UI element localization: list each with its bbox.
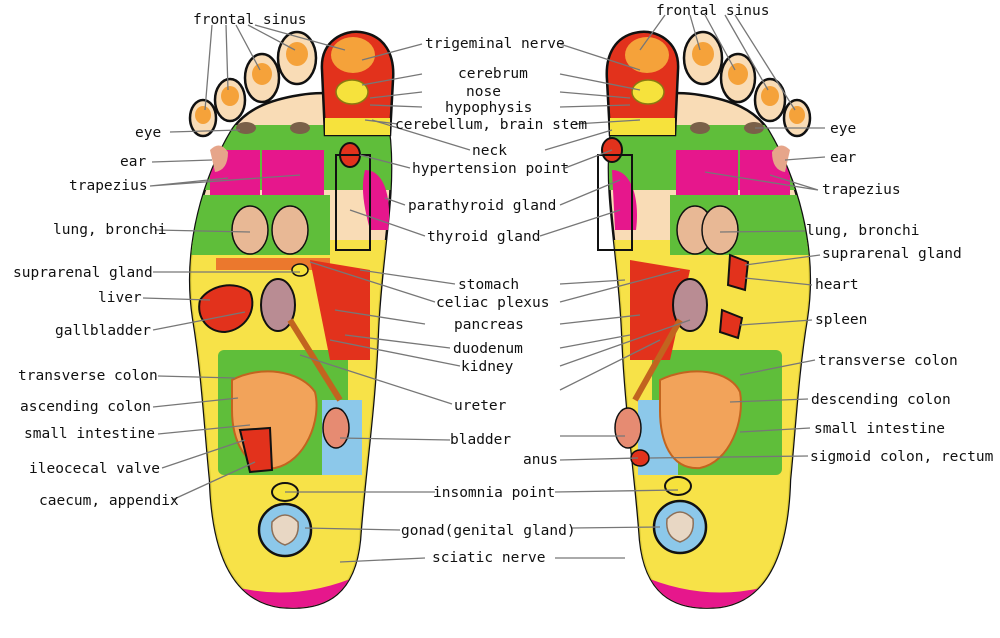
label-ear-left: ear [120,154,146,170]
left-stomach-zone [310,260,370,360]
label-transverse-colon-left: transverse colon [18,368,158,384]
label-trapezius-left: trapezius [69,178,148,194]
label-hypophysis: hypophysis [445,100,532,116]
left-gonad-organ [271,514,299,546]
label-eye-right: eye [830,121,856,137]
right-cerebellum-band [610,118,675,135]
label-cerebrum: cerebrum [458,66,528,82]
left-toe-4-sinus [221,86,239,106]
right-parathyroid-zone [612,170,637,230]
label-liver: liver [98,290,142,306]
left-toe-5-sinus [195,106,211,124]
label-heart: heart [815,277,859,293]
label-frontal-sinus-left: frontal sinus [193,12,307,28]
label-duodenum: duodenum [453,341,523,357]
right-big-toe-sinus [625,37,669,73]
right-small-intestine-organ [659,370,742,470]
left-cerebellum-band [325,118,390,135]
right-bronchi-organ [701,205,739,255]
label-nose: nose [466,84,501,100]
right-toe-5-sinus [789,106,805,124]
label-caecum-appendix: caecum, appendix [39,493,179,509]
left-cerebrum-organ [335,79,369,105]
right-cerebrum-organ [631,79,665,105]
right-thyroid-zone [597,154,633,251]
right-toe-4-sinus [761,86,779,106]
label-insomnia-point: insomnia point [433,485,555,501]
right-bladder-organ [614,407,642,449]
right-foot-sole [597,30,812,609]
left-big-toe-sinus [331,37,375,73]
label-descending-colon: descending colon [811,392,951,408]
labels: frontal sinus frontal sinus trigeminal n… [13,3,994,566]
right-sciatic-band [640,575,800,608]
label-stomach: stomach [458,277,519,293]
right-toe-2-sinus [692,42,714,66]
label-ureter: ureter [454,398,507,414]
left-bronchi-organ [271,205,309,255]
label-neck: neck [472,143,507,159]
left-lung-organ [231,205,269,255]
label-ileocecal-valve: ileocecal valve [29,461,160,477]
label-anus: anus [523,452,558,468]
label-frontal-sinus-right: frontal sinus [656,3,770,19]
left-toe-2-sinus [286,42,308,66]
left-kidney-organ [260,278,296,332]
right-insomnia-point [664,476,692,496]
label-sigmoid-colon-rectum: sigmoid colon, rectum [810,449,994,465]
right-heart-organ [726,253,750,292]
right-toes [605,30,812,172]
label-gonad: gonad(genital gland) [401,523,576,539]
label-transverse-colon-right: transverse colon [818,353,958,369]
label-small-intestine-right: small intestine [814,421,945,437]
label-thyroid-gland: thyroid gland [427,229,541,245]
label-pancreas: pancreas [454,317,524,333]
label-sciatic-nerve: sciatic nerve [432,550,546,566]
left-sciatic-band [200,575,360,608]
right-toe-3-sinus [728,63,748,85]
label-trigeminal-nerve: trigeminal nerve [425,36,565,52]
label-ascending-colon: ascending colon [20,399,151,415]
label-parathyroid-gland: parathyroid gland [408,198,556,214]
label-ear-right: ear [830,150,856,166]
label-spleen: spleen [815,312,867,328]
left-suprarenal-point [291,263,309,277]
label-hypertension-point: hypertension point [412,161,569,177]
label-eye-left: eye [135,125,161,141]
left-thyroid-zone [335,154,371,251]
label-suprarenal-gland-right: suprarenal gland [822,246,962,262]
right-spleen-organ [718,308,744,340]
right-eye-organ [690,122,710,134]
left-toes [188,30,395,172]
right-eye-organ-2 [744,122,764,134]
left-bladder-organ [322,407,350,449]
label-kidney: kidney [461,359,514,375]
left-liver-organ [198,284,254,334]
label-cerebellum-brain-stem: cerebellum, brain stem [395,117,587,133]
right-kidney-organ [672,278,708,332]
left-eye-organ [236,122,256,134]
right-trapezius-zone-2 [676,150,738,198]
right-ear-organ [772,145,790,172]
label-gallbladder: gallbladder [55,323,151,339]
left-eye-organ-2 [290,122,310,134]
left-trapezius-zone-2 [262,150,324,198]
label-bladder: bladder [450,432,511,448]
left-ear-organ [210,145,228,172]
left-foot-sole [188,30,395,609]
label-lung-bronchi-right: lung, bronchi [806,223,920,239]
label-celiac-plexus: celiac plexus [436,295,550,311]
label-trapezius-right: trapezius [822,182,901,198]
label-suprarenal-gland-left: suprarenal gland [13,265,153,281]
leader-lines [142,14,826,563]
label-lung-bronchi-left: lung, bronchi [53,222,167,238]
right-gonad-organ [666,511,694,543]
left-caecum-organ [238,426,274,474]
label-small-intestine-left: small intestine [24,426,155,442]
right-ureter-tube [632,318,683,402]
left-toe-3-sinus [252,63,272,85]
